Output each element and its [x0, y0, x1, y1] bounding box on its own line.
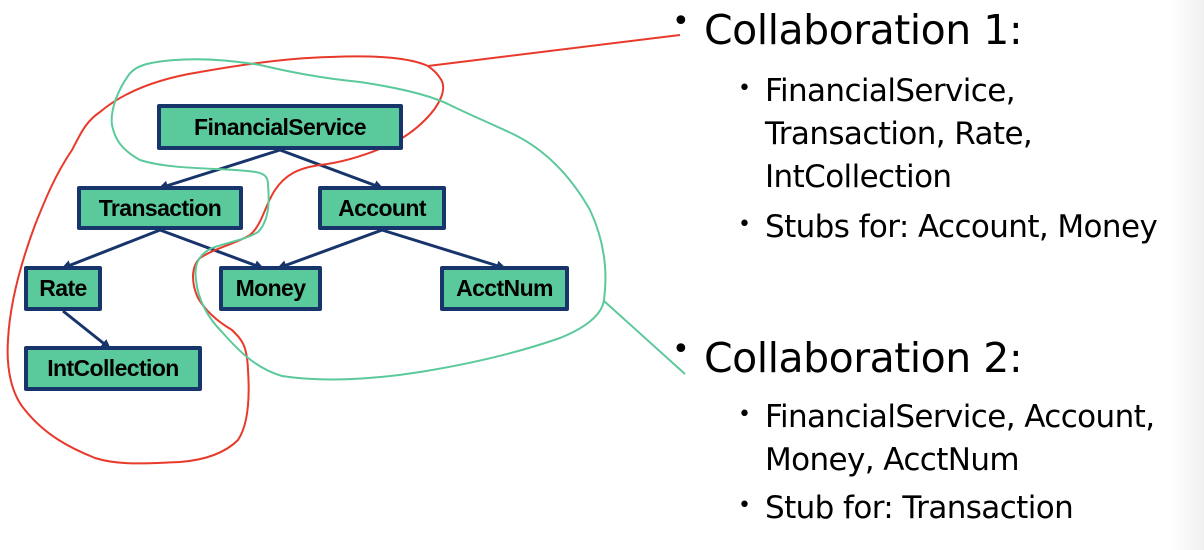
- bullet-dot-icon: •: [738, 402, 751, 427]
- edge-account-to-acctnum: [381, 228, 507, 271]
- collaboration-1-member-line: IntCollection: [765, 159, 952, 195]
- bullet-dot-icon: •: [738, 212, 751, 237]
- collaboration-2-loop: [110, 58, 607, 381]
- bullet-dot-icon: •: [672, 332, 690, 367]
- collaboration-2-title: Collaboration 2:: [704, 334, 1023, 382]
- collaboration-1-loop: [6, 55, 445, 465]
- edge-transaction-to-rate: [61, 228, 161, 270]
- collaboration-1-title: Collaboration 1:: [704, 6, 1023, 54]
- node-financialservice: FinancialService: [157, 104, 403, 150]
- collaboration-1-members: FinancialService, Transaction, Rate, Int…: [765, 70, 1033, 199]
- collaboration-2-stubs: Stub for: Transaction: [765, 490, 1074, 526]
- node-transaction: Transaction: [77, 186, 243, 230]
- bullet-dot-icon: •: [672, 4, 690, 39]
- collaboration-2-member-line: Money, AcctNum: [765, 442, 1020, 478]
- collaboration-1-member-line: Transaction, Rate,: [765, 116, 1033, 152]
- collaboration-2-members: FinancialService, Account, Money, AcctNu…: [765, 396, 1155, 482]
- node-intcollection: IntCollection: [24, 346, 202, 391]
- node-money: Money: [219, 266, 322, 311]
- collaboration-1-connector: [427, 34, 681, 67]
- bullet-dot-icon: •: [738, 76, 751, 101]
- collaboration-2-connector: [603, 300, 686, 375]
- collaboration-2-member-line: FinancialService, Account,: [765, 399, 1155, 435]
- node-account: Account: [318, 186, 446, 230]
- edges: [61, 148, 507, 350]
- node-rate: Rate: [24, 266, 102, 311]
- bullet-dot-icon: •: [738, 493, 751, 518]
- collaboration-1-stubs: Stubs for: Account, Money: [765, 209, 1158, 245]
- collaboration-1-member-line: FinancialService,: [765, 73, 1016, 109]
- edge-account-to-money: [276, 228, 383, 270]
- edge-financialservice-to-account: [279, 148, 384, 190]
- node-acctnum: AcctNum: [440, 266, 569, 311]
- edge-rate-to-intcollection: [62, 309, 112, 350]
- slide-edge-shade: [1170, 0, 1204, 550]
